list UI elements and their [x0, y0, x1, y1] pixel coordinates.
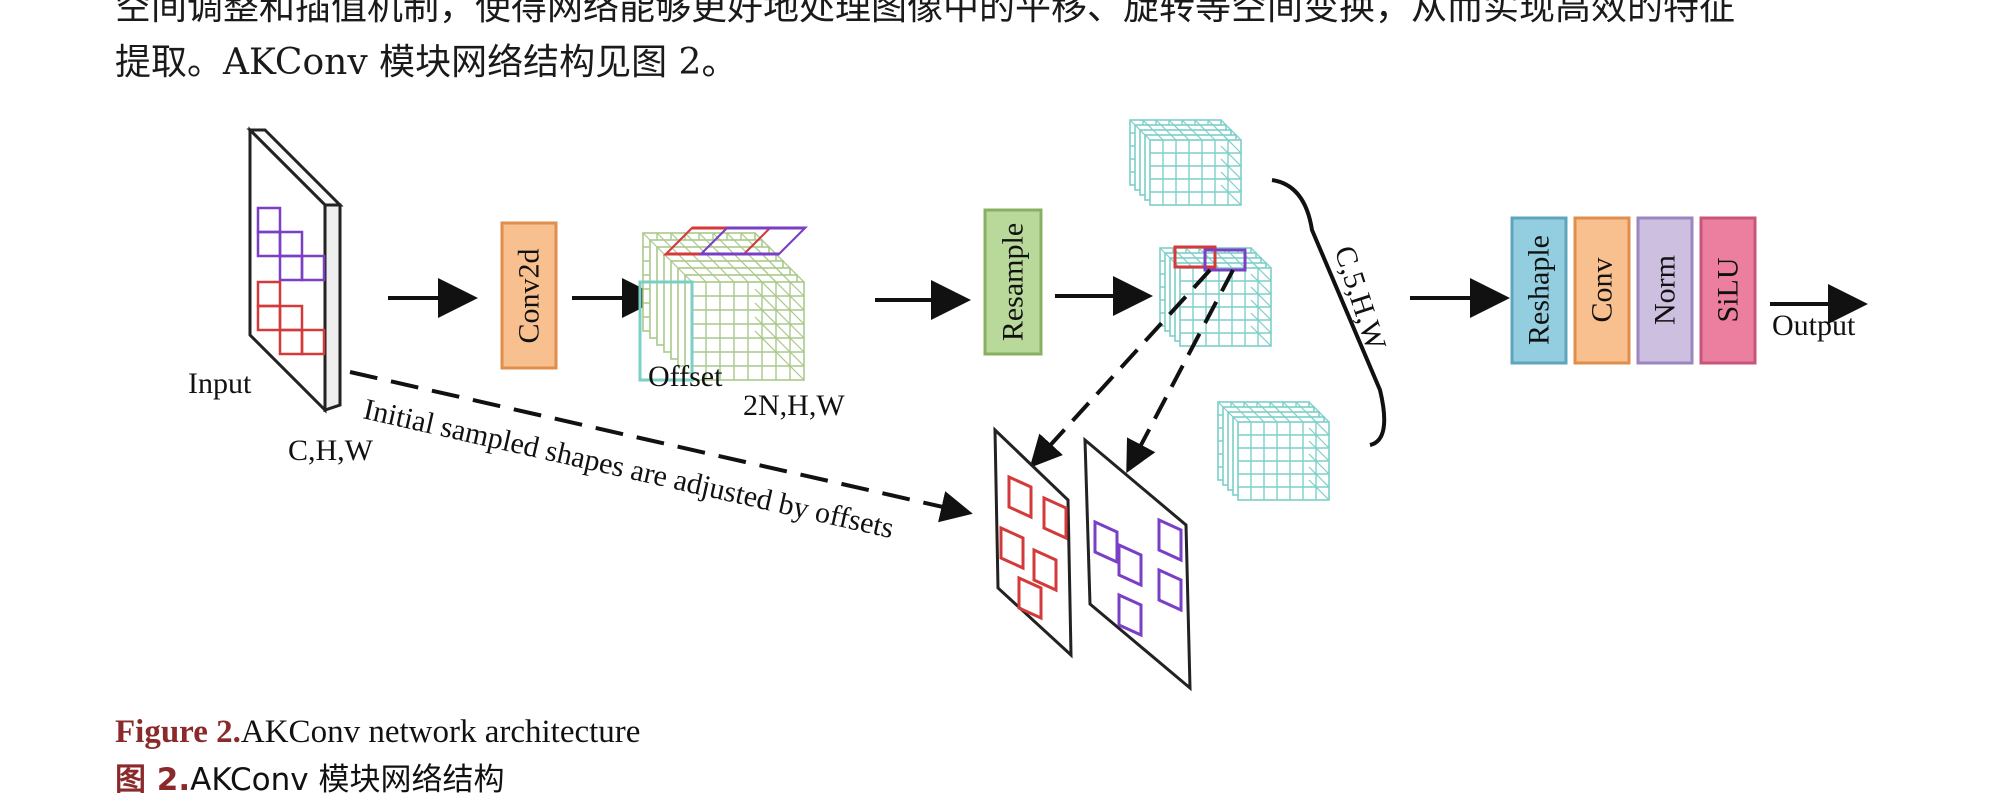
resampled-cube-3: [1217, 401, 1330, 501]
dashed-arrow-red-sample: [1029, 268, 1212, 468]
figure-caption-chinese-label: 图 2.: [115, 762, 191, 798]
resample-block: Resample: [983, 208, 1043, 356]
figure-caption-chinese: 图 2.AKConv 模块网络结构: [115, 754, 504, 799]
dashed-arrow-purple-sample: [1126, 269, 1235, 474]
purple-sampled-shape-plane: [1083, 436, 1192, 692]
figure-caption-english-label: Figure 2.: [115, 714, 241, 750]
norm-label: Norm: [1649, 255, 1682, 325]
input-dims-label: C,H,W: [288, 434, 374, 467]
figure-caption-chinese-text: AKConv 模块网络结构: [190, 762, 505, 798]
input-feature-map: [246, 126, 344, 414]
sample-cell: [1157, 517, 1183, 563]
conv2d-block: Conv2d: [500, 221, 558, 370]
conv-block: Conv: [1573, 216, 1631, 365]
figure-caption-english-text: AKConv network architecture: [240, 714, 641, 750]
sample-cell: [999, 525, 1025, 571]
sample-cell: [1093, 519, 1119, 565]
figure-caption-english: Figure 2.AKConv network architecture: [115, 714, 640, 751]
offset-dims-label: 2N,H,W: [743, 389, 845, 422]
resampled-cube-1: [1129, 119, 1242, 206]
norm-block: Norm: [1636, 216, 1694, 365]
body-text-line-2: 提取。AKConv 模块网络结构见图 2。: [115, 42, 738, 83]
resampled-dims-label: C,5,H,W: [1328, 242, 1393, 355]
stack-bracket: [1271, 178, 1387, 447]
sample-cell: [1042, 495, 1068, 541]
reshape-block: Reshaple: [1510, 216, 1568, 365]
offset-purple-highlight: [698, 226, 808, 256]
mid-purple-highlight: [1203, 248, 1247, 272]
sample-cell: [1017, 575, 1043, 621]
conv-label: Conv: [1586, 257, 1619, 322]
input-kernel-cell: [300, 328, 326, 356]
offset-teal-face: [638, 280, 694, 382]
resampled-cube-2: [1159, 245, 1272, 347]
dashed-arrow-initial-shapes: [349, 370, 973, 523]
conv2d-label: Conv2d: [513, 248, 546, 343]
sample-cell: [1157, 567, 1183, 613]
body-text-line-1: 空间调整和插值机制，使得网络能够更好地处理图像中的平移、旋转等空间变换，从而实现…: [115, 0, 1736, 28]
sample-cell: [1117, 542, 1143, 588]
reshape-label: Reshaple: [1523, 235, 1556, 345]
resample-label: Resample: [997, 223, 1030, 341]
sample-cell: [1007, 474, 1033, 520]
input-kernel-cell: [300, 254, 326, 282]
sample-cell: [1117, 592, 1143, 638]
offset-label: Offset: [648, 360, 723, 393]
sample-cell: [1032, 547, 1058, 593]
output-label: Output: [1772, 309, 1856, 342]
offset-tensor-cube: [638, 226, 808, 382]
red-sampled-shape-plane: [993, 426, 1073, 659]
mid-red-highlight: [1173, 245, 1217, 269]
silu-label: SiLU: [1712, 257, 1745, 322]
input-label: Input: [188, 367, 252, 400]
silu-block: SiLU: [1699, 216, 1757, 365]
